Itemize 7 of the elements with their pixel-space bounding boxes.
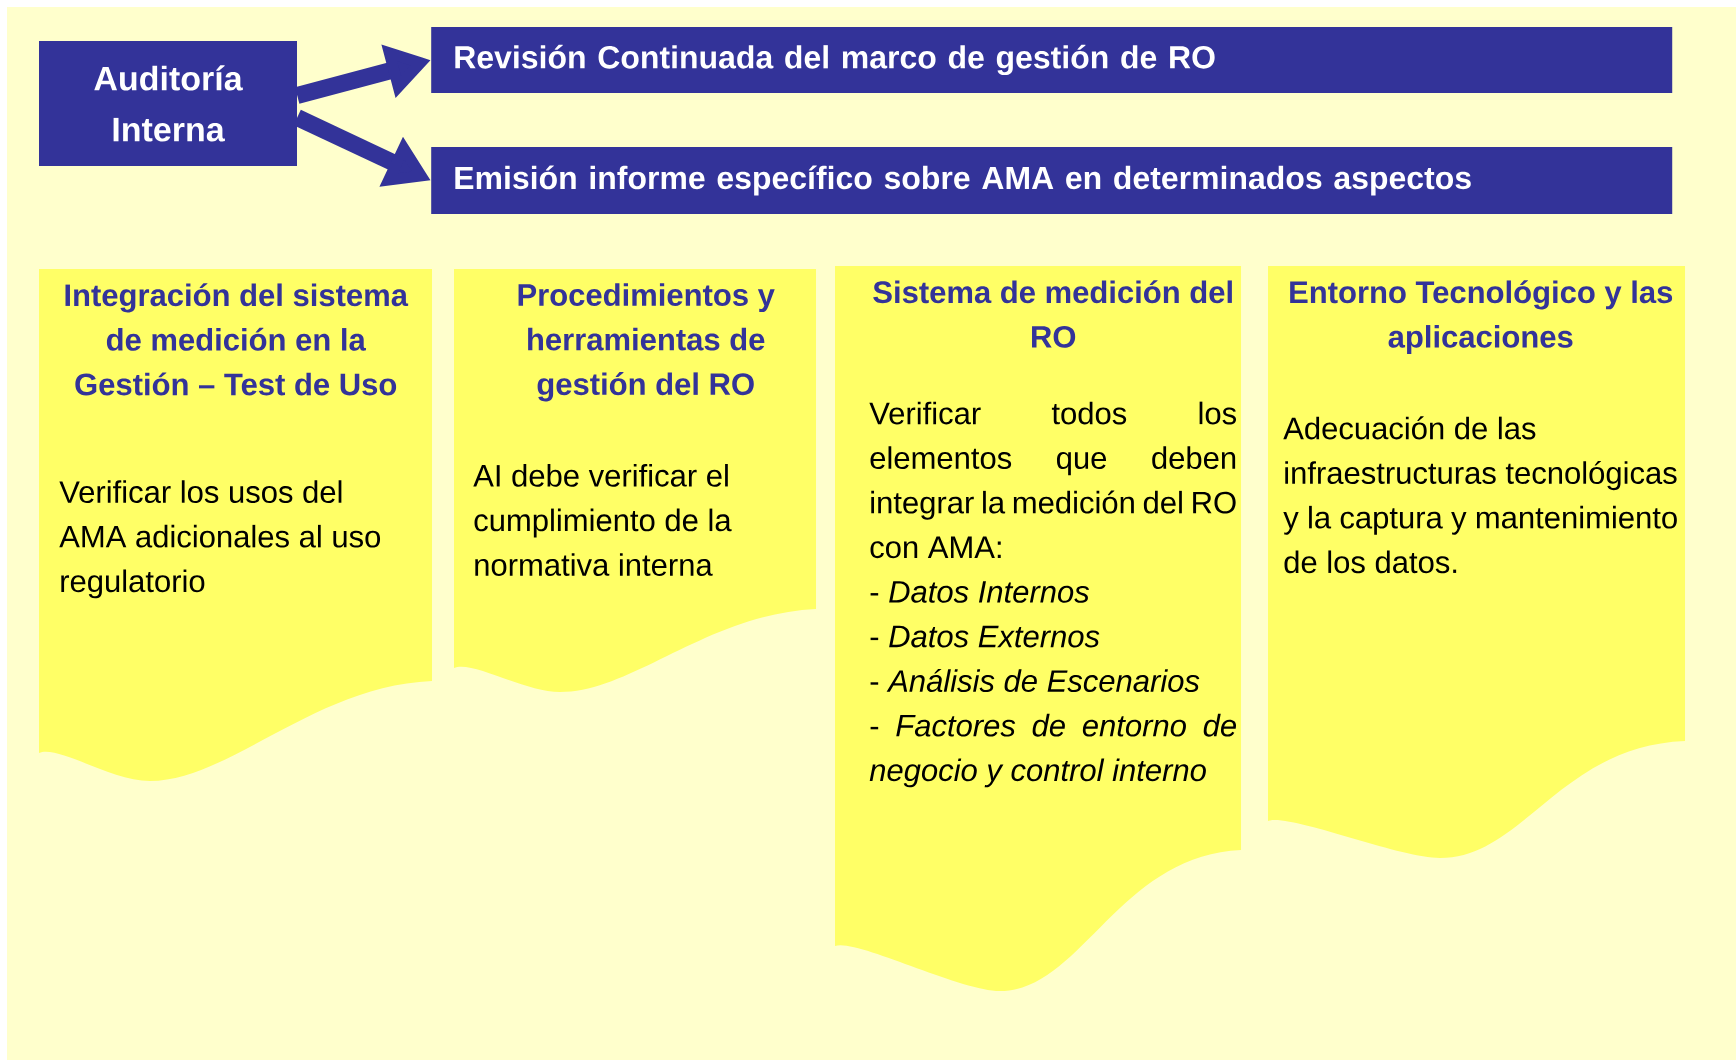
document-card: Entorno Tecnológico y las aplicaciones Adecuación de las infraestructuras tecnológicas y la captura y mantenimiento de los datos. xyxy=(1268,266,1685,858)
banner-box: Revisión Continuada del marco de gestión de RO xyxy=(431,27,1673,93)
document-card: Integración del sistema de medición en la Gestión – Test de Uso Verificar los usos del AMA adicionales al uso regulatorio xyxy=(39,269,432,781)
document-card: Procedimientos y herramientas de gestión del RO AI debe verificar el cumplimiento de la normativa interna xyxy=(454,269,816,692)
document-card: Sistema de medición del RO Verificar todos los elementos que deben integrar la medición del RO con AMA: - Datos Internos - Datos Externos - Análisis de Escenarios - Factores de entorno de negocio y control interno xyxy=(835,266,1241,991)
banner-box: Emisión informe específico sobre AMA en determinados aspectos xyxy=(431,147,1673,214)
title-box: Auditoría Interna xyxy=(39,41,297,166)
